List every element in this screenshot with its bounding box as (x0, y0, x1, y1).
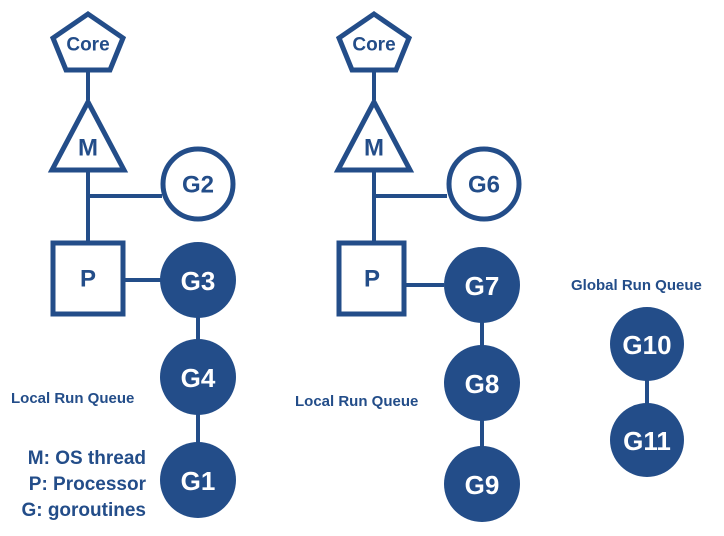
right-local-run-queue-caption: Local Run Queue (295, 393, 418, 410)
right-core-pentagon (335, 10, 413, 73)
left-queue-goroutine (160, 339, 236, 415)
left-p-label: P (80, 266, 96, 293)
right-queue-goroutine (444, 247, 520, 323)
right-queue-goroutine (444, 446, 520, 522)
global-run-queue-caption: Global Run Queue (571, 277, 702, 294)
left-queue-goroutine-label: G3 (181, 266, 216, 296)
legend-p: P: Processor (29, 474, 147, 495)
left-m-triangle (47, 96, 129, 173)
left-p-square (50, 240, 126, 317)
right-queue-goroutine-label: G8 (465, 369, 500, 399)
right-m-label: M (364, 135, 384, 162)
left-queue-goroutine (160, 242, 236, 318)
global-run-queue: Global Run Queue G10 G11 (571, 277, 702, 477)
left-group: Core M P G2 G3 G4 G1 Local Run Queue (11, 10, 236, 518)
left-core-label: Core (66, 35, 109, 56)
legend-m: M: OS thread (28, 448, 146, 469)
left-queue-goroutine-label: G4 (181, 363, 216, 393)
right-queue-goroutine-label: G7 (465, 271, 500, 301)
right-queue-goroutine (444, 345, 520, 421)
legend-g: G: goroutines (21, 500, 146, 521)
left-core-pentagon (49, 10, 127, 73)
right-idle-goroutine-label: G6 (468, 172, 500, 199)
right-core-label: Core (352, 35, 395, 56)
legend: M: OS thread P: Processor G: goroutines (21, 448, 146, 521)
right-m-triangle (333, 96, 415, 173)
right-group: Core M P G6 G7 G8 G9 Local Run Queue (295, 10, 522, 522)
left-local-run-queue-caption: Local Run Queue (11, 390, 134, 407)
left-idle-goroutine (160, 146, 236, 222)
right-idle-goroutine (446, 146, 522, 222)
right-queue-goroutine-label: G9 (465, 470, 500, 500)
right-p-square (336, 240, 407, 317)
global-queue-goroutine (610, 307, 684, 381)
left-m-label: M (78, 135, 98, 162)
left-queue-goroutine-label: G1 (181, 466, 216, 496)
global-queue-goroutine (610, 403, 684, 477)
global-queue-goroutine-label: G11 (623, 426, 671, 456)
global-queue-goroutine-label: G10 (622, 330, 671, 360)
left-queue-goroutine (160, 442, 236, 518)
right-p-label: P (364, 266, 380, 293)
left-idle-goroutine-label: G2 (182, 172, 214, 199)
